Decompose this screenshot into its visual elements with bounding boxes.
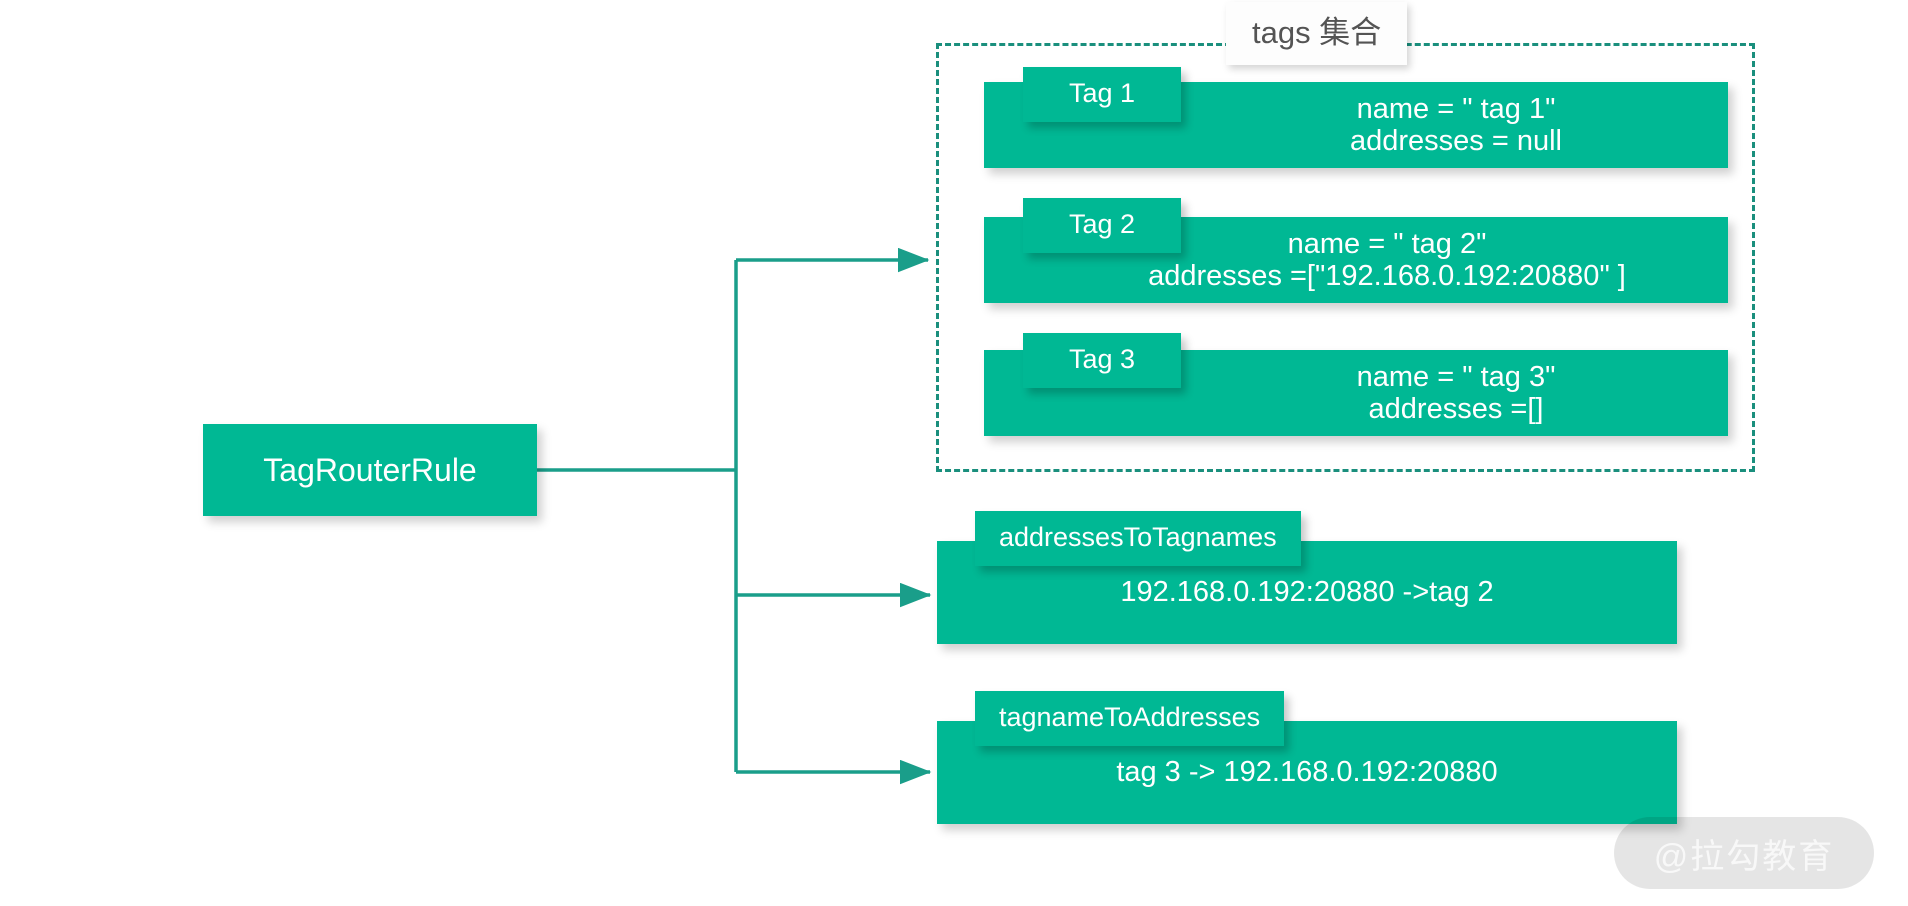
- tag-card-3-caption: Tag 3: [1023, 333, 1181, 388]
- tag-card-1-line-addresses: addresses = null: [1350, 125, 1562, 157]
- map-card-tagname-to-addresses-entry: tag 3 -> 192.168.0.192:20880: [1116, 756, 1498, 789]
- tag-card-2-body: name = " tag 2" addresses =["192.168.0.1…: [984, 217, 1728, 303]
- tag-card-2-caption: Tag 2: [1023, 198, 1181, 253]
- tag-card-2[interactable]: name = " tag 2" addresses =["192.168.0.1…: [984, 217, 1728, 303]
- tags-group-label: tags 集合: [1226, 2, 1408, 65]
- map-card-tagname-to-addresses-body: tag 3 -> 192.168.0.192:20880: [937, 721, 1677, 824]
- watermark: @拉勾教育: [1614, 817, 1874, 889]
- tag-card-1-line-name: name = " tag 1": [1356, 92, 1556, 125]
- node-tag-router-rule-label: TagRouterRule: [263, 451, 477, 488]
- map-card-addresses-to-tagnames-caption: addressesToTagnames: [975, 511, 1301, 566]
- tag-card-3-body: name = " tag 3" addresses =[]: [984, 350, 1728, 436]
- map-card-addresses-to-tagnames-body: 192.168.0.192:20880 ->tag 2: [937, 541, 1677, 644]
- tag-card-2-line-name: name = " tag 2": [1287, 227, 1487, 260]
- node-tag-router-rule[interactable]: TagRouterRule: [203, 424, 537, 516]
- map-card-addresses-to-tagnames-entry: 192.168.0.192:20880 ->tag 2: [1120, 576, 1494, 609]
- tag-card-1-body: name = " tag 1" addresses = null: [984, 82, 1728, 168]
- tag-card-3-line-name: name = " tag 3": [1356, 360, 1556, 393]
- tag-card-2-line-addresses: addresses =["192.168.0.192:20880" ]: [1148, 260, 1626, 292]
- watermark-text: @拉勾教育: [1653, 837, 1835, 876]
- tag-card-3-line-addresses: addresses =[]: [1368, 393, 1544, 425]
- tag-card-1-caption: Tag 1: [1023, 67, 1181, 122]
- map-card-tagname-to-addresses-caption: tagnameToAddresses: [975, 691, 1285, 746]
